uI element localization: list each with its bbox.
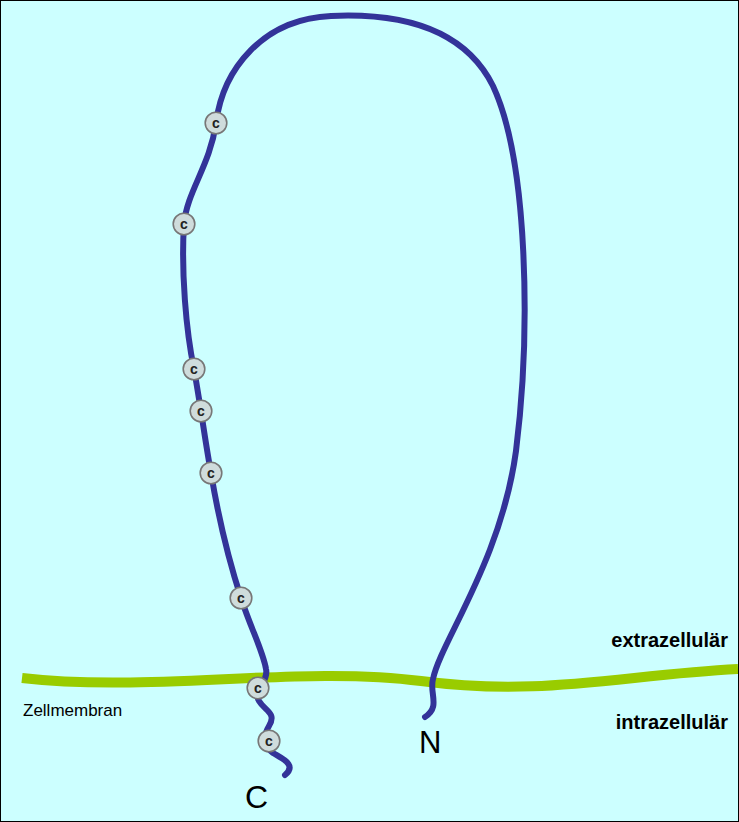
cysteine-circle: c <box>246 676 270 700</box>
cysteine-circle: c <box>189 399 213 423</box>
residue-letter: c <box>190 362 198 376</box>
membrane-label: Zellmembran <box>23 701 122 721</box>
residue-letter: c <box>265 734 273 748</box>
cysteine-circle: c <box>199 461 223 485</box>
cysteine-circle: c <box>182 357 206 381</box>
cysteine-circle: c <box>204 111 228 135</box>
cell-membrane <box>22 669 738 687</box>
region-label: extrazellulär <box>611 629 728 652</box>
residue-letter: c <box>180 217 188 231</box>
region-label: intrazellulär <box>616 711 728 734</box>
residue-letter: c <box>237 591 245 605</box>
cysteine-circle: c <box>257 729 281 753</box>
terminus-label: N <box>419 725 441 761</box>
residue-letter: c <box>207 466 215 480</box>
residue-letter: c <box>197 404 205 418</box>
residue-letter: c <box>212 116 220 130</box>
terminus-label: C <box>245 779 268 816</box>
cysteine-circle: c <box>229 586 253 610</box>
protein-chain <box>183 16 524 775</box>
cysteine-circle: c <box>172 212 196 236</box>
residue-letter: c <box>254 681 262 695</box>
